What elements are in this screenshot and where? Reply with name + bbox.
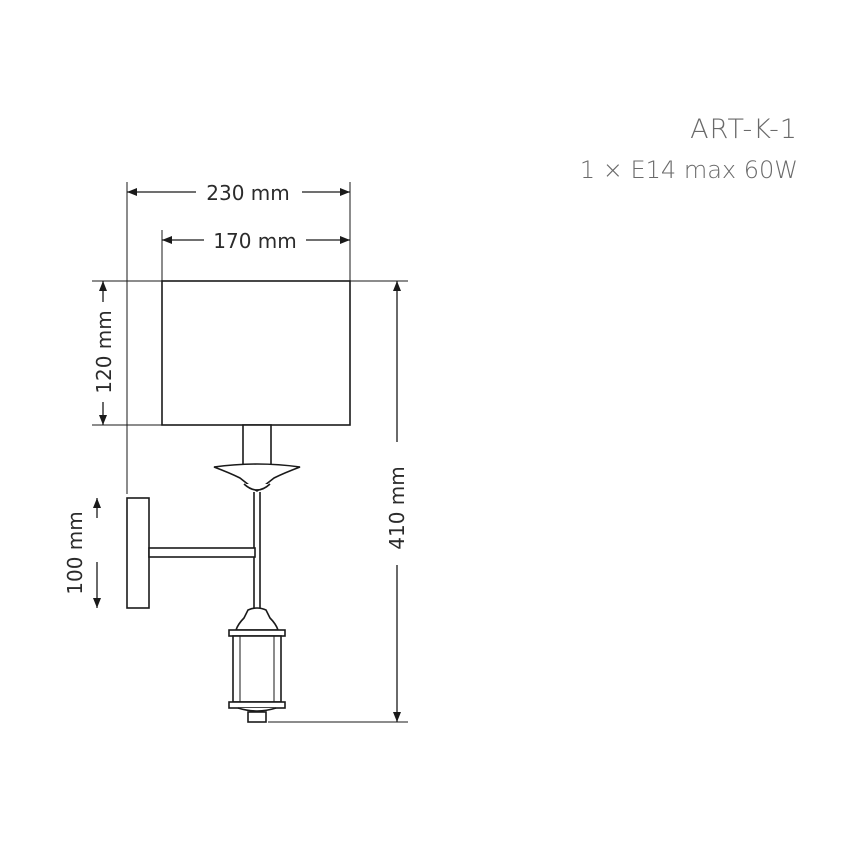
dimension-backplate-height: 100 mm [63,498,101,608]
label-shade-width: 170 mm [213,229,297,253]
model-name: ART-K-1 [690,114,798,145]
lamp-shade [161,280,351,426]
label-shade-height: 120 mm [92,310,116,394]
bobeche-top [213,463,301,492]
wall-backplate [126,497,150,609]
label-total-width: 230 mm [206,181,290,205]
extension-lines [92,182,408,723]
dimension-shade-height: 120 mm [92,281,116,425]
bottom-ornament [228,607,286,723]
label-backplate-height: 100 mm [63,511,87,595]
bulb-holder [242,424,272,466]
dimension-total-width: 230 mm [127,181,350,205]
label-total-height: 410 mm [385,466,409,550]
wall-arm [148,547,256,558]
dimension-shade-width: 170 mm [162,229,350,253]
bulb-spec: 1 × E14 max 60W [579,156,798,184]
dimension-total-height: 410 mm [385,281,409,722]
